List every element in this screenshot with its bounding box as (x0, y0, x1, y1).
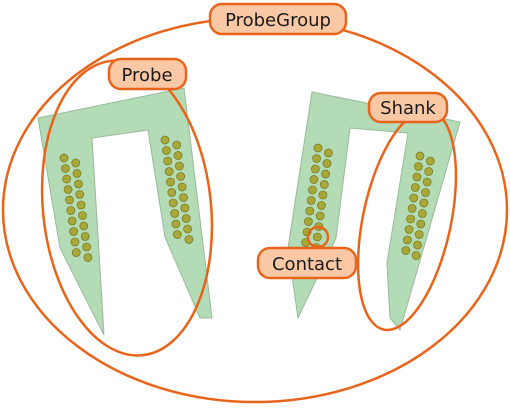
contact-dot (79, 221, 89, 231)
probegroup-label-text: ProbeGroup (225, 10, 331, 31)
contact-dot (401, 246, 411, 255)
contacts-layer (59, 135, 435, 262)
contact-dot (319, 180, 329, 189)
contact-dot (305, 206, 315, 216)
contact-dot (406, 214, 416, 224)
contact-dot (183, 224, 193, 234)
contact-dot (168, 198, 178, 208)
contact-dot (78, 211, 87, 220)
contact-dot (160, 135, 170, 145)
contact-dot (181, 214, 191, 223)
contact-dot (69, 227, 78, 236)
contact-dot (80, 232, 90, 241)
shank-label: Shank (367, 91, 449, 124)
shank-label-text: Shank (380, 98, 436, 119)
contact-dot (76, 200, 86, 210)
probegroup-label: ProbeGroup (208, 2, 348, 36)
contact-dot (414, 230, 424, 239)
contact-dot (163, 156, 173, 166)
contact-dot (425, 156, 435, 166)
contact-dot (312, 154, 322, 163)
contact-dot (71, 158, 81, 168)
contact-dot (309, 175, 319, 184)
contact-dot (308, 185, 317, 195)
contact-dot (83, 253, 93, 262)
contact-dot (176, 172, 186, 181)
contact-dot (312, 232, 322, 242)
contact-dot (172, 140, 182, 150)
contact-dot (421, 188, 430, 197)
contact-dot (61, 164, 70, 173)
contact-dot (164, 167, 174, 176)
contact-dot (172, 230, 182, 239)
contact-dot (417, 209, 427, 218)
contact-dot (173, 151, 183, 160)
contact-dot (415, 151, 425, 161)
contact-dot (170, 209, 180, 218)
contact-dot (310, 164, 320, 174)
contact-dot (419, 198, 429, 208)
contact-dot (306, 196, 316, 205)
contact-dot (171, 219, 181, 229)
contact-label: Contact (256, 246, 358, 280)
contact-dot (70, 237, 80, 247)
contact-dot (416, 219, 426, 229)
contact-dot (72, 169, 82, 178)
contact-dot (410, 183, 420, 192)
probe-outline (40, 59, 214, 357)
probe-label: Probe (107, 57, 188, 91)
contact-dot (411, 251, 421, 260)
contact-dot (179, 193, 188, 202)
contact-label-text: Contact (272, 254, 342, 275)
contact-dot (180, 203, 190, 213)
contact-dot (63, 185, 73, 194)
contact-dot (177, 182, 187, 192)
contact-dot (303, 217, 313, 226)
contact-dot (322, 159, 332, 168)
contact-dot (167, 188, 177, 197)
contact-dot (413, 240, 423, 250)
contact-dot (315, 211, 325, 221)
contact-dot (59, 153, 69, 163)
contact-dot (409, 193, 419, 203)
contact-dot (71, 248, 81, 257)
contact-dot (174, 161, 184, 171)
contact-dot (313, 143, 323, 153)
contact-dot (161, 146, 171, 155)
contact-dot (402, 235, 412, 245)
contact-dot (323, 148, 333, 158)
contact-dot (62, 174, 72, 184)
contact-dot (75, 190, 85, 199)
contact-dot (317, 201, 326, 210)
contact-dot (65, 195, 74, 205)
contact-dot (74, 179, 83, 189)
contact-dot (424, 167, 434, 176)
contact-dot (66, 206, 76, 215)
contact-dot (166, 177, 175, 187)
contact-dot (184, 235, 194, 244)
contact-dot (412, 172, 422, 182)
contact-dot (321, 169, 331, 179)
contact-dot (318, 190, 328, 200)
contact-dot (67, 216, 77, 226)
contact-dot (422, 177, 432, 187)
contact-dot (413, 162, 423, 171)
contact-dot (407, 204, 417, 213)
contact-dot (82, 242, 91, 252)
probe-label-text: Probe (121, 65, 172, 86)
contact-dot (404, 225, 414, 234)
